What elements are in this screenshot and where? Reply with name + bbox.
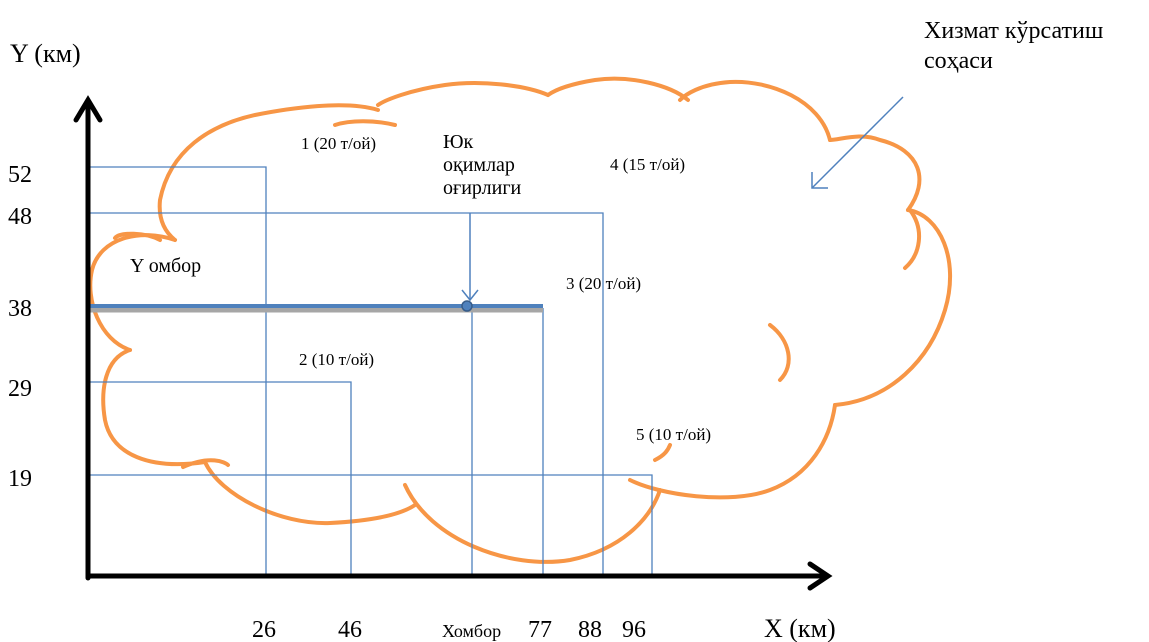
cargo-center-label-line2: оқимлар: [443, 154, 515, 176]
point-label-4: 4 (15 т/ой): [610, 155, 685, 174]
guide-point-2: [88, 382, 351, 575]
x-axis-label: X (км): [764, 614, 836, 642]
service-area-label-line1: Хизмат кўрсатиш: [924, 18, 1104, 44]
y-tick-48: 48: [8, 204, 32, 230]
point-label-1: 1 (20 т/ой): [301, 134, 376, 153]
point-label-5: 5 (10 т/ой): [636, 425, 711, 444]
y-axis-label: Y (км): [10, 39, 81, 68]
point-label-3: 3 (20 т/ой): [566, 274, 641, 293]
x-tick-77: 77: [528, 617, 552, 642]
x-tick-26: 26: [252, 617, 276, 642]
service-area-label-line2: соҳаси: [924, 48, 993, 74]
warehouse-y-label: Y омбор: [130, 255, 201, 277]
warehouse-point: [462, 301, 472, 311]
y-tick-29: 29: [8, 376, 32, 402]
point-label-2: 2 (10 т/ой): [299, 350, 374, 369]
service-area-cloud: [90, 79, 950, 562]
guide-lines: [88, 167, 652, 575]
x-warehouse-label: Хомбор: [442, 621, 501, 641]
x-tick-88: 88: [578, 617, 602, 642]
warehouse-y-line: [88, 306, 543, 310]
y-tick-38: 38: [8, 296, 32, 322]
y-tick-19: 19: [8, 466, 32, 492]
cargo-center-label-line3: оғирлиги: [443, 177, 522, 199]
y-tick-52: 52: [8, 162, 32, 188]
x-tick-46: 46: [338, 617, 362, 642]
x-tick-96: 96: [622, 617, 646, 642]
cargo-center-label-line1: Юк: [443, 131, 474, 153]
cargo-center-arrow: [462, 213, 478, 300]
guide-point-1: [88, 167, 266, 575]
